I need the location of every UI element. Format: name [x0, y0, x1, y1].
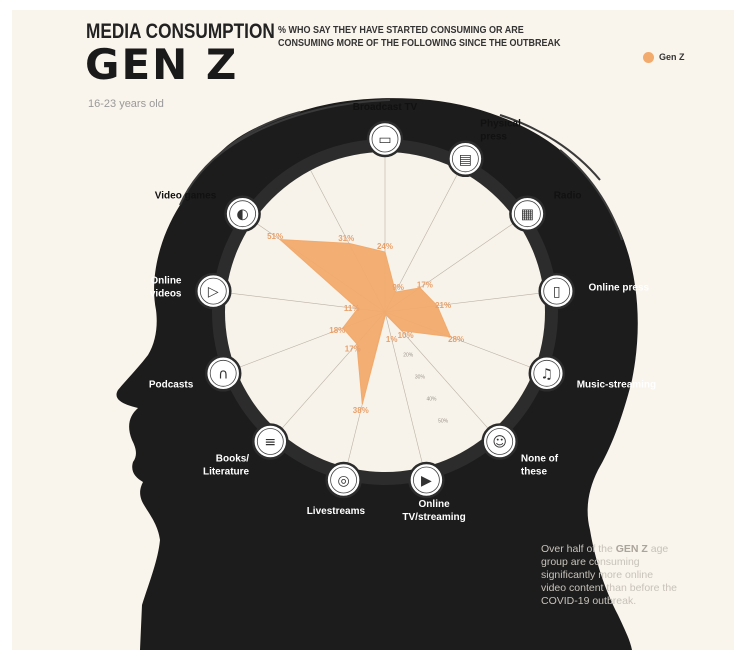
phone-icon: ▯	[538, 272, 575, 310]
scale-tick-label: 40%	[426, 397, 437, 403]
svg-text:▭: ▭	[378, 132, 391, 148]
legend-swatch	[643, 52, 654, 64]
newspaper-icon: ▤	[447, 140, 484, 178]
value-labels: 24%9%17%21%28%10%1%38%17%18%11%51%31%	[267, 232, 464, 415]
books-icon: ≡	[252, 423, 289, 460]
value-label: 31%	[338, 234, 354, 243]
svg-text:∩: ∩	[218, 366, 228, 382]
scale-tick-label: 30%	[415, 374, 426, 380]
value-label: 9%	[392, 283, 404, 292]
axis-label: Video games	[155, 191, 217, 202]
video-screen-icon: ▶	[408, 461, 445, 499]
svg-text:▯: ▯	[553, 284, 561, 300]
radar-spoke	[384, 311, 492, 432]
axis-label: Music-streaming	[577, 380, 656, 391]
headphones-icon: ∩	[204, 355, 242, 392]
scale-tick-label: 20%	[403, 352, 414, 358]
page-title: MEDIA CONSUMPTION	[86, 20, 275, 43]
radio-icon: ▦	[509, 195, 546, 232]
radar-spoke	[384, 311, 424, 468]
axis-label: Podcasts	[149, 380, 194, 391]
value-label: 18%	[329, 326, 345, 335]
svg-text:☺: ☺	[492, 435, 507, 451]
axis-label: Radio	[554, 191, 582, 202]
music-notes-icon: ♫	[528, 355, 566, 392]
note-pre: Over half of the	[541, 543, 613, 555]
value-label: 21%	[435, 301, 451, 310]
hair-texture	[179, 99, 623, 241]
value-label: 17%	[345, 344, 361, 353]
svg-text:◎: ◎	[337, 473, 349, 489]
value-label: 38%	[353, 406, 369, 415]
axis-label: Online press	[589, 282, 650, 293]
svg-text:♫: ♫	[541, 366, 554, 382]
svg-text:▤: ▤	[459, 152, 472, 168]
video-player-icon: ▷	[195, 272, 232, 310]
svg-text:▦: ▦	[521, 207, 534, 223]
generation-title: GEN Z	[85, 40, 239, 89]
value-label: 10%	[398, 331, 414, 340]
svg-text:≡: ≡	[264, 435, 276, 451]
livestream-icon: ◎	[325, 461, 362, 499]
meditation-icon: ☺	[481, 423, 518, 460]
gen-z-radar-area	[278, 239, 452, 405]
callout-note: Over half of the GEN Z age group are con…	[541, 543, 681, 608]
scale-tick-label: 50%	[438, 419, 449, 425]
svg-text:◐: ◐	[236, 207, 248, 223]
value-label: 11%	[344, 304, 360, 313]
gamepad-icon: ◐	[224, 195, 261, 232]
legend: Gen Z	[643, 52, 685, 64]
axis-icons: ▭ ▤ ▦ ▯ ♫ ☺ ▶ ◎ ≡ ∩ ▷ ◐	[195, 120, 575, 499]
question-text: % WHO SAY THEY HAVE STARTED CONSUMING OR…	[278, 25, 561, 49]
svg-text:▷: ▷	[208, 284, 219, 300]
note-post: age group are consuming significantly mo…	[541, 543, 678, 607]
axis-label: Books/Literature	[203, 453, 250, 477]
value-label: 28%	[448, 335, 464, 344]
value-label: 1%	[386, 335, 398, 344]
value-label: 51%	[267, 232, 283, 241]
legend-label: Gen Z	[659, 52, 685, 62]
value-label: 24%	[377, 242, 393, 251]
svg-text:▶: ▶	[421, 473, 432, 489]
tv-icon: ▭	[366, 120, 404, 158]
note-highlight: GEN Z	[615, 543, 648, 555]
age-range: 16-23 years old	[88, 98, 164, 110]
axis-label: Broadcast TV	[353, 102, 418, 113]
scale-ticks: 20% 30% 40% 50%	[403, 352, 448, 424]
axis-label: Livestreams	[307, 506, 366, 517]
radar-spoke	[384, 170, 460, 313]
value-label: 17%	[417, 280, 433, 289]
